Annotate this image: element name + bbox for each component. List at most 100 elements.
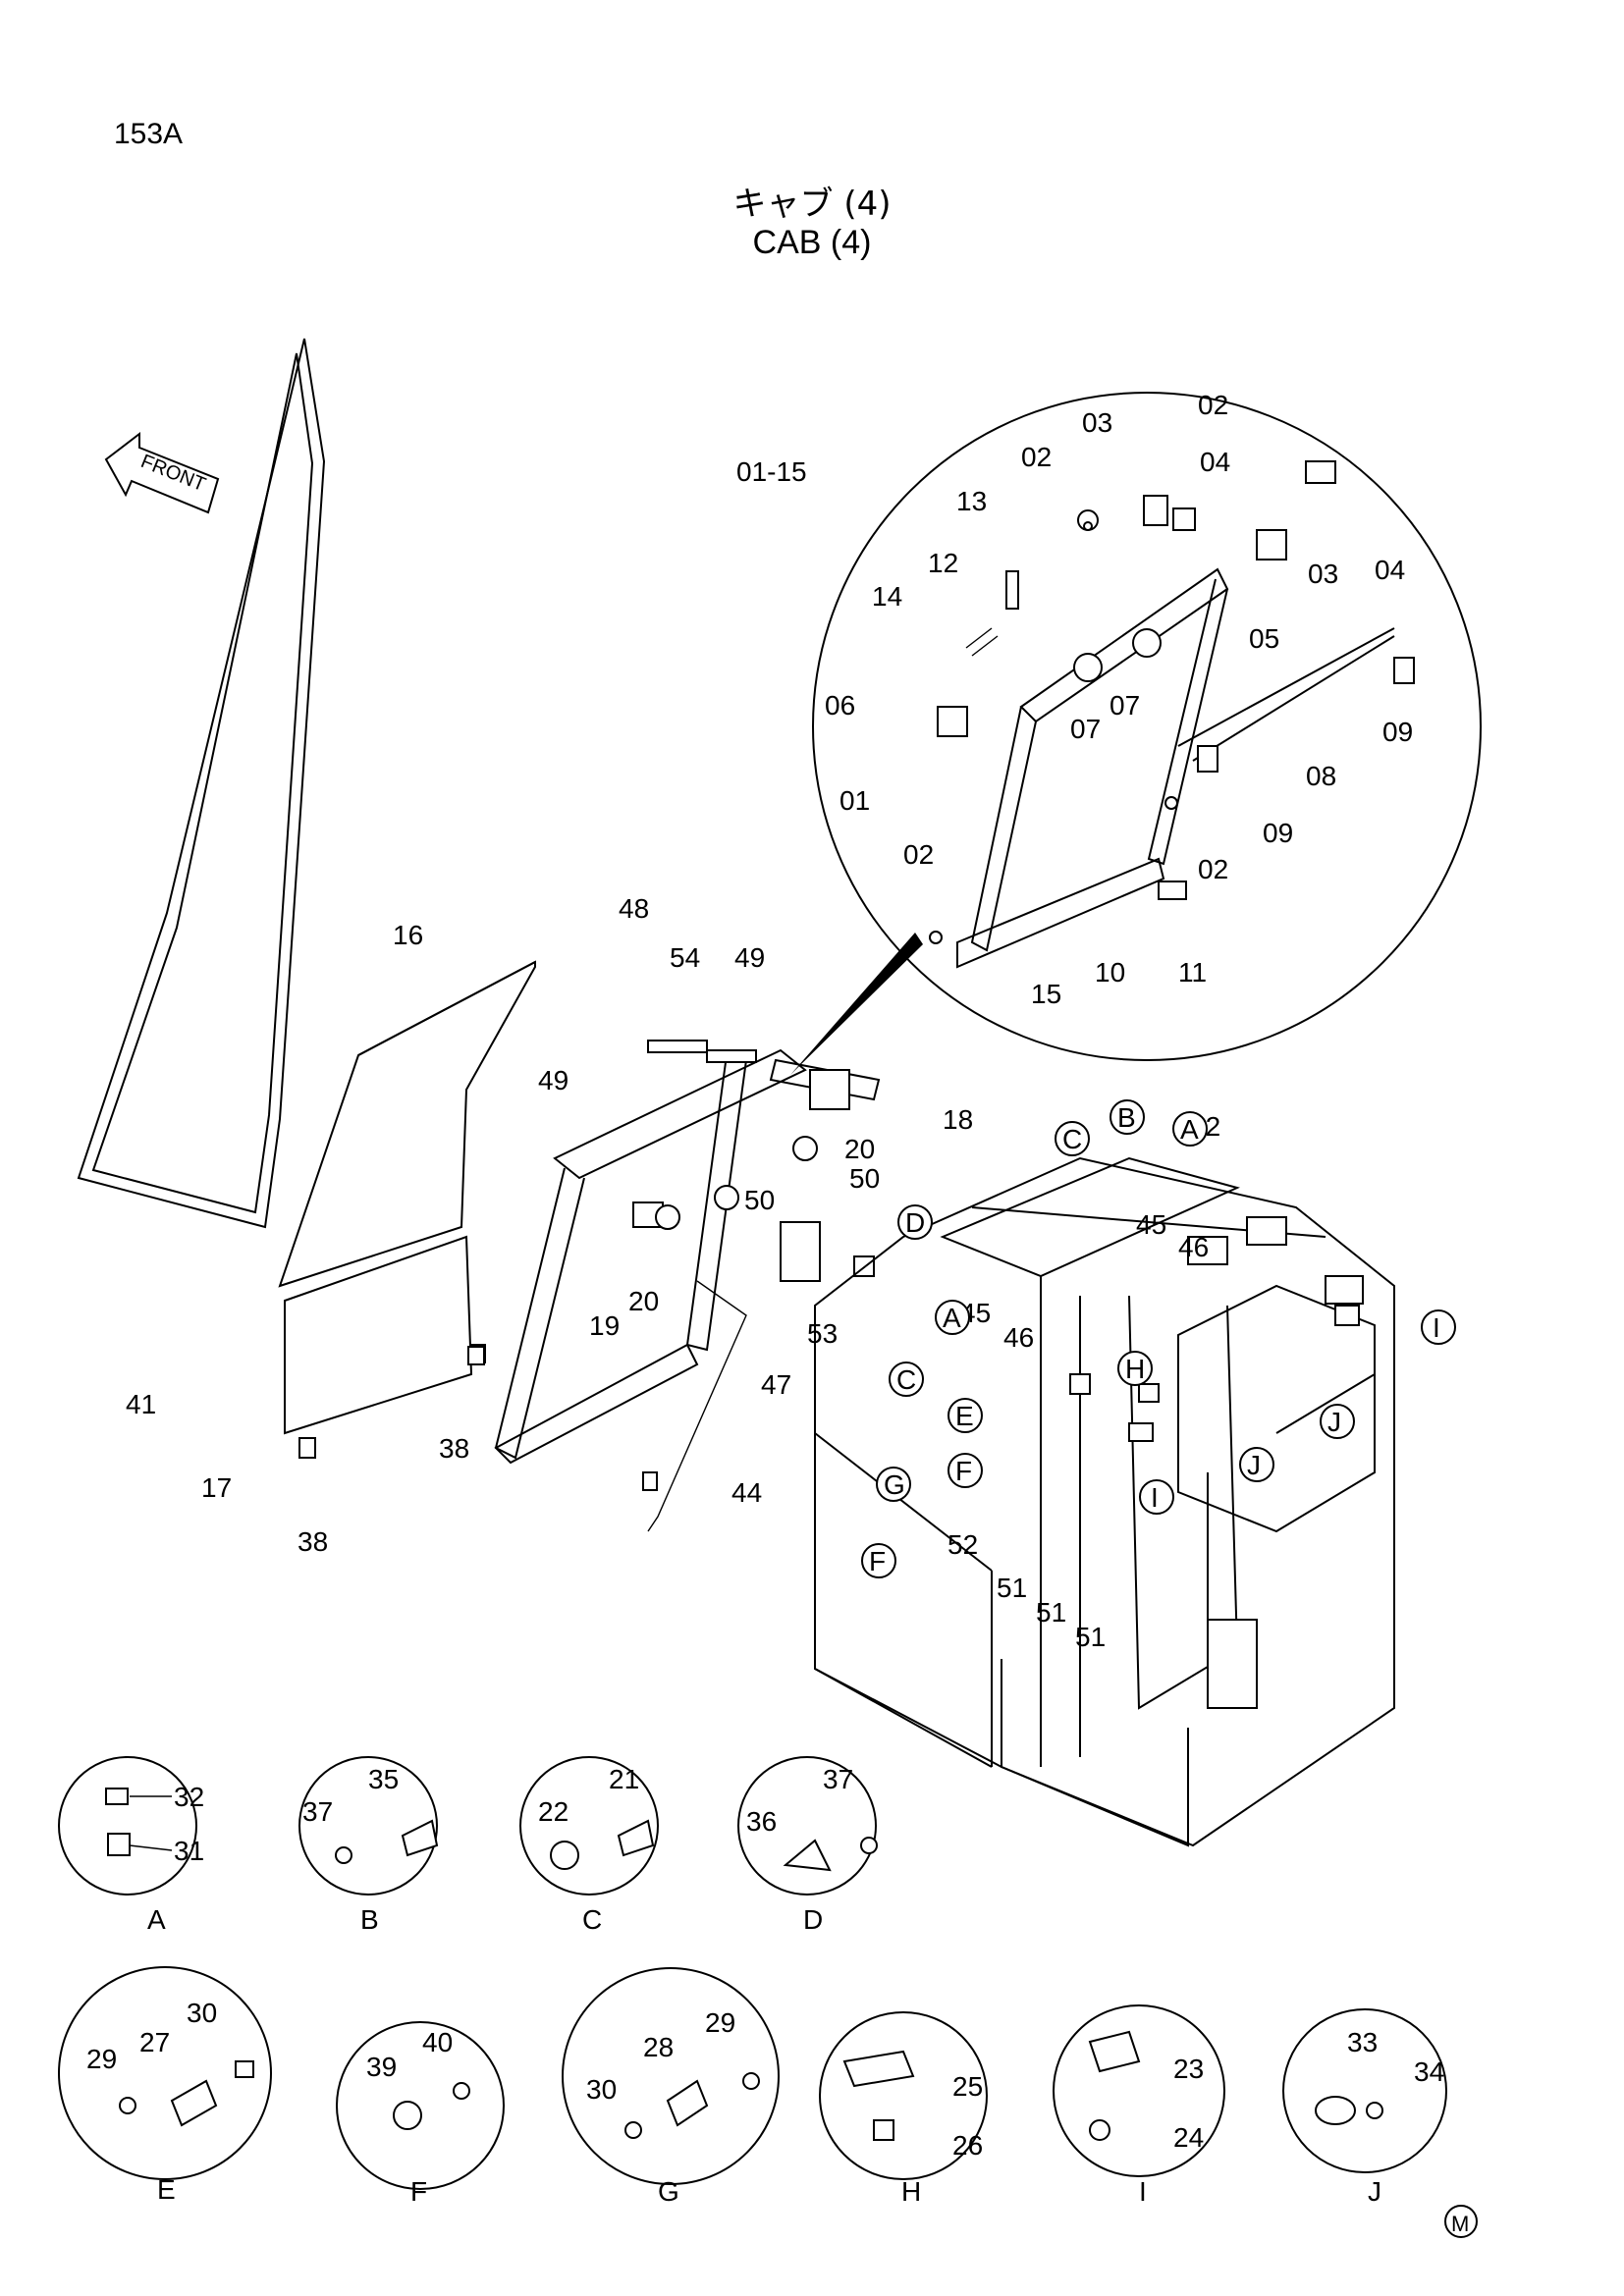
callout-41: 41 (126, 1389, 156, 1419)
callout-12: 12 (928, 548, 958, 578)
callout-17: 17 (201, 1472, 232, 1503)
door-glass-16-17 (278, 960, 536, 1435)
callout-14: 14 (872, 581, 902, 612)
marker-a: A (943, 1303, 961, 1333)
door-seal-41 (77, 338, 326, 1229)
detail-j-part-33: 33 (1347, 2027, 1378, 2057)
marker-c: C (1062, 1124, 1082, 1154)
cab-body (814, 1156, 1395, 1847)
callout-50: 50 (849, 1163, 880, 1194)
door-frame-assembly (298, 1040, 881, 1532)
callout-05: 05 (1249, 623, 1279, 654)
detail-h-label: H (901, 2176, 921, 2207)
detail-f-part-40: 40 (422, 2027, 453, 2057)
marker-a: A (1180, 1114, 1199, 1145)
callout-15: 15 (1031, 979, 1061, 1009)
detail-c: 21 22 C (519, 1756, 659, 1935)
front-label: FRONT (137, 451, 208, 496)
callout-08: 08 (1306, 761, 1336, 791)
marker-j: J (1247, 1450, 1261, 1480)
detail-circle-01-15 (790, 392, 1482, 1075)
callout-09: 09 (1382, 717, 1413, 747)
callout-49: 49 (734, 942, 765, 973)
detail-h: 25 26 H (819, 2011, 988, 2207)
detail-i: 23 24 I (1053, 2004, 1225, 2207)
detail-g-part-29: 29 (705, 2007, 735, 2038)
detail-j-label: J (1368, 2176, 1381, 2207)
callout-19: 19 (589, 1310, 620, 1341)
detail-a-part-31: 31 (174, 1836, 204, 1866)
callout-02: 02 (1198, 854, 1228, 884)
callout-03: 03 (1082, 407, 1112, 438)
detail-g-label: G (658, 2176, 679, 2207)
detail-e-part-29: 29 (86, 2044, 117, 2074)
detail-g-part-30: 30 (586, 2074, 617, 2105)
marker-g: G (884, 1469, 905, 1500)
detail-d-part-37: 37 (823, 1764, 853, 1794)
detail-i-part-24: 24 (1173, 2122, 1204, 2153)
callout-04: 04 (1375, 555, 1405, 585)
callout-02: 02 (1021, 442, 1052, 472)
detail-b-part-37: 37 (302, 1796, 333, 1827)
marker-h: H (1125, 1354, 1145, 1384)
marker-d: D (905, 1207, 925, 1238)
corner-mark-letter: M (1451, 2212, 1469, 2236)
marker-c: C (896, 1364, 916, 1395)
callout-07: 07 (1110, 690, 1140, 721)
callout-54: 54 (670, 942, 700, 973)
detail-g-part-28: 28 (643, 2032, 674, 2062)
callout-47: 47 (761, 1369, 791, 1400)
callout-13: 13 (956, 486, 987, 516)
detail-j: 33 34 J (1282, 2008, 1447, 2207)
detail-c-label: C (582, 1904, 602, 1935)
detail-c-part-21: 21 (609, 1764, 639, 1794)
detail-a: 32 31 A (58, 1756, 204, 1935)
detail-f-part-39: 39 (366, 2052, 397, 2082)
callout-38: 38 (439, 1433, 469, 1464)
detail-b-label: B (360, 1904, 379, 1935)
title-japanese: キャブ (4) (732, 185, 892, 224)
detail-e-part-27: 27 (139, 2027, 170, 2057)
detail-g: 29 28 30 G (562, 1967, 780, 2207)
detail-a-label: A (147, 1904, 166, 1935)
letter-markers: C B A D A C H I E J J F G I F (861, 1099, 1456, 1578)
detail-a-part-32: 32 (174, 1782, 204, 1812)
callout-11: 11 (1178, 957, 1207, 988)
detail-e: 30 27 29 E (58, 1966, 272, 2205)
callout-03: 03 (1308, 559, 1338, 589)
callout-20: 20 (844, 1134, 875, 1164)
detail-b: 35 37 B (298, 1756, 439, 1935)
callout-02: 02 (903, 839, 934, 870)
callout-16: 16 (393, 920, 423, 950)
detail-e-part-30: 30 (187, 1998, 217, 2028)
marker-e: E (955, 1401, 974, 1431)
callout-48: 48 (619, 893, 649, 924)
callout-09: 09 (1263, 818, 1293, 848)
callout-46: 46 (1003, 1322, 1034, 1353)
detail-i-label: I (1139, 2176, 1147, 2207)
corner-mark: M (1444, 2205, 1478, 2238)
detail-c-part-22: 22 (538, 1796, 568, 1827)
callout-10: 10 (1095, 957, 1125, 988)
detail-f: 40 39 F (336, 2021, 505, 2207)
callout-51: 51 (1075, 1622, 1106, 1652)
title-english: CAB (4) (752, 224, 872, 261)
detail-j-part-34: 34 (1414, 2056, 1444, 2087)
callout-44: 44 (731, 1477, 762, 1508)
detail-i-part-23: 23 (1173, 2054, 1204, 2084)
callout-46: 46 (1178, 1232, 1209, 1262)
marker-b: B (1117, 1102, 1136, 1133)
callout-51: 51 (1036, 1597, 1066, 1628)
callout-18: 18 (943, 1104, 973, 1135)
callout-labels: 01-15 01 02 02 02 02 03 03 04 04 05 06 0… (126, 390, 1413, 1652)
marker-j: J (1327, 1407, 1341, 1437)
front-arrow-icon: FRONT (104, 431, 220, 514)
callout-01: 01 (839, 785, 870, 816)
marker-i: I (1151, 1482, 1159, 1513)
marker-f: F (955, 1456, 972, 1486)
callout-50: 50 (744, 1185, 775, 1215)
callout-07: 07 (1070, 714, 1101, 744)
callout-49: 49 (538, 1065, 568, 1095)
detail-b-part-35: 35 (368, 1764, 399, 1794)
